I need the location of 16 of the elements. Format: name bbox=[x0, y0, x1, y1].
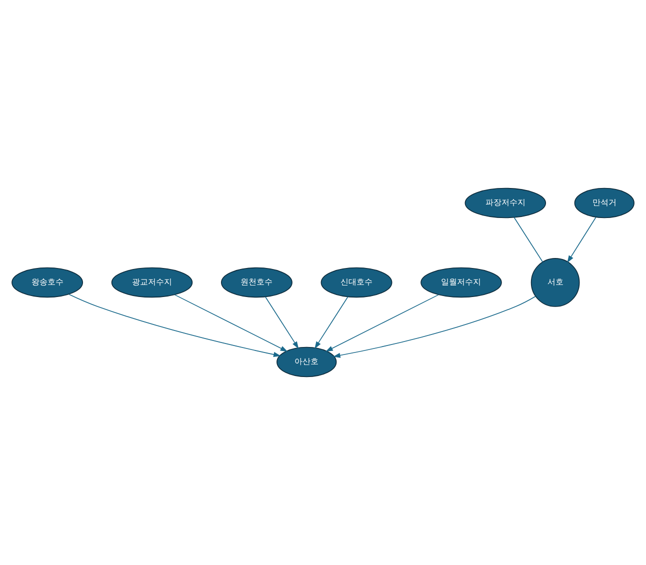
node-circle: 서호 bbox=[530, 258, 580, 307]
arrow bbox=[325, 294, 439, 352]
node-ellipse: 신대호수 bbox=[320, 267, 392, 298]
node-ellipse: 만석거 bbox=[574, 188, 634, 218]
node-ellipse: 원천호수 bbox=[220, 267, 292, 298]
arrow bbox=[265, 296, 299, 349]
arrow bbox=[174, 294, 288, 352]
arrow bbox=[68, 294, 281, 357]
arrow bbox=[314, 296, 348, 349]
arrow bbox=[567, 216, 596, 263]
node-ellipse: 파장저수지 bbox=[464, 188, 546, 218]
arrow bbox=[332, 296, 536, 358]
connector bbox=[514, 216, 544, 263]
node-ellipse: 왕송호수 bbox=[12, 267, 84, 298]
node-ellipse: 일월저수지 bbox=[420, 267, 502, 298]
node-ellipse: 광교저수지 bbox=[111, 267, 193, 298]
